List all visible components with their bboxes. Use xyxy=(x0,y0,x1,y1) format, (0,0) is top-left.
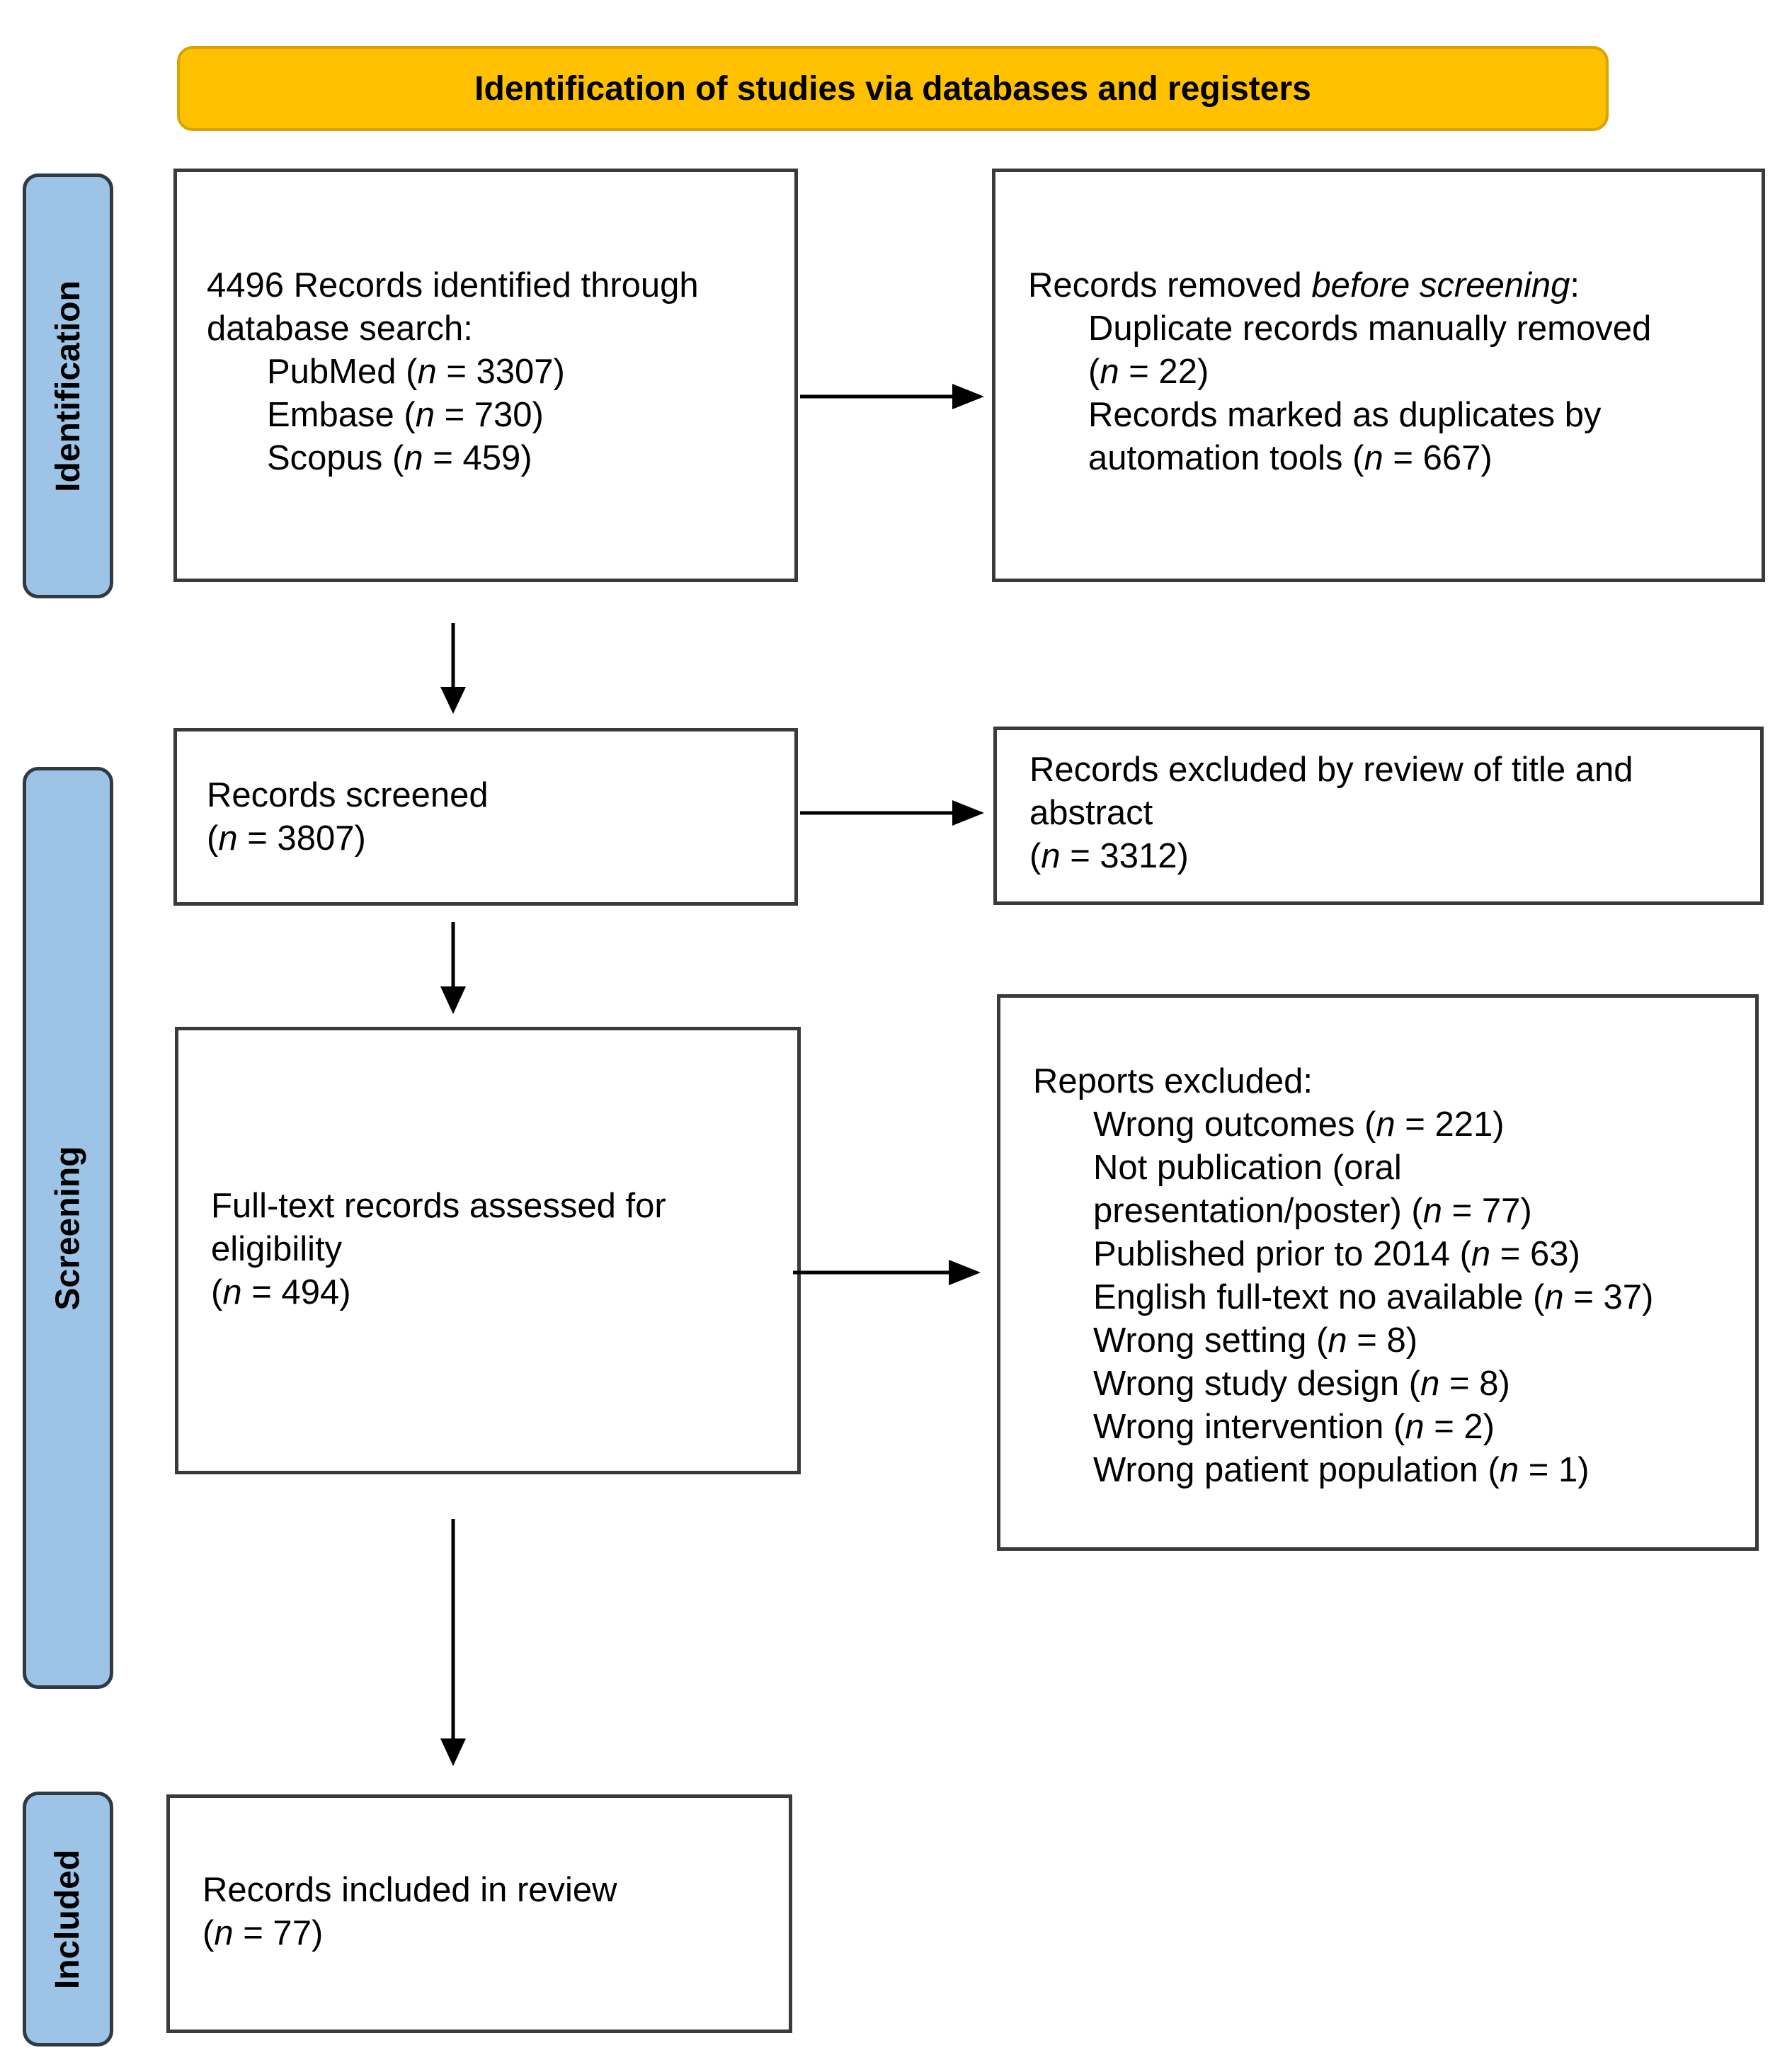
reason-wrong-patient-population: Wrong patient population (n = 1) xyxy=(1093,1451,1590,1489)
arrow-fulltext-to-included xyxy=(440,1519,466,1766)
reason-wrong-outcomes: Wrong outcomes (n = 221) xyxy=(1093,1105,1505,1144)
arrow-fulltext-to-reports-excluded xyxy=(793,1260,981,1285)
screened-label: Records screened xyxy=(207,776,489,814)
reason-wrong-intervention: Wrong intervention (n = 2) xyxy=(1093,1408,1495,1446)
phase-screening: Screening xyxy=(23,767,113,1689)
reason-not-publication-line-1: Not publication (oral xyxy=(1093,1149,1402,1187)
source-scopus: Scopus (n = 459) xyxy=(267,439,532,477)
excluded-title-line-2: abstract xyxy=(1029,794,1153,832)
records-identified-box: 4496 Records identified through database… xyxy=(173,169,798,582)
removed-lead: Records removed before screening: xyxy=(1028,266,1580,304)
removed-auto-line-1: Records marked as duplicates by xyxy=(1088,396,1602,434)
removed-manual-line-1: Duplicate records manually removed xyxy=(1088,309,1652,348)
arrow-screened-to-fulltext xyxy=(440,922,466,1014)
source-pubmed: PubMed (n = 3307) xyxy=(267,353,565,391)
included-label: Records included in review xyxy=(202,1871,617,1909)
excluded-title-count: (n = 3312) xyxy=(1029,837,1189,875)
records-removed-box: Records removed before screening: Duplic… xyxy=(992,169,1765,582)
removed-auto-line-2: automation tools (n = 667) xyxy=(1088,439,1493,477)
identified-line-2: database search: xyxy=(207,309,473,348)
fulltext-assessed-box: Full-text records assessed for eligibili… xyxy=(175,1027,801,1474)
source-embase: Embase (n = 730) xyxy=(267,396,544,434)
reason-wrong-setting: Wrong setting (n = 8) xyxy=(1093,1321,1418,1360)
excluded-title-line-1: Records excluded by review of title and xyxy=(1029,751,1633,789)
included-count: (n = 77) xyxy=(202,1914,324,1952)
arrow-screened-to-excluded-title xyxy=(800,800,984,826)
records-screened-box: Records screened (n = 3807) xyxy=(173,728,798,906)
arrow-identified-to-screened xyxy=(440,623,466,714)
header-banner: Identification of studies via databases … xyxy=(177,46,1609,131)
reason-english-fulltext: English full-text no available (n = 37) xyxy=(1093,1278,1654,1316)
arrow-identified-to-removed xyxy=(800,384,984,409)
fulltext-line-1: Full-text records assessed for xyxy=(211,1187,666,1225)
identified-line-1: 4496 Records identified through xyxy=(207,266,699,304)
reason-not-publication-line-2: presentation/poster) (n = 77) xyxy=(1093,1192,1532,1230)
reason-wrong-study-design: Wrong study design (n = 8) xyxy=(1093,1365,1510,1403)
phase-included: Included xyxy=(23,1792,113,2047)
records-excluded-title-box: Records excluded by review of title and … xyxy=(993,727,1764,905)
fulltext-line-2: eligibility xyxy=(211,1230,343,1268)
removed-manual-line-2: (n = 22) xyxy=(1088,353,1209,391)
reason-published-prior: Published prior to 2014 (n = 63) xyxy=(1093,1235,1580,1273)
reports-excluded-box: Reports excluded: Wrong outcomes (n = 22… xyxy=(997,994,1759,1551)
records-included-box: Records included in review (n = 77) xyxy=(166,1794,792,2033)
screened-count: (n = 3807) xyxy=(207,819,366,858)
header-title: Identification of studies via databases … xyxy=(474,69,1311,108)
fulltext-count: (n = 494) xyxy=(211,1273,351,1311)
phase-identification: Identification xyxy=(23,173,113,598)
reports-excluded-title: Reports excluded: xyxy=(1033,1062,1313,1100)
